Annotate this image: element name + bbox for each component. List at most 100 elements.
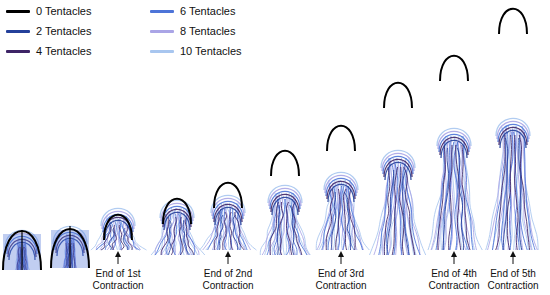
tentacle-line (402, 170, 409, 255)
tentacle-line (169, 220, 172, 255)
pointer-arrow (454, 254, 455, 264)
legend-swatch (150, 10, 174, 13)
legend-entry: 10 Tentacles (150, 45, 242, 57)
bell-outline (328, 184, 354, 202)
tentacle-line (370, 158, 390, 255)
pointer-arrow (341, 254, 342, 264)
tentacle-line (155, 214, 167, 255)
pointer-arrow (118, 254, 119, 264)
bell-outline (215, 207, 241, 225)
tentacle-line (519, 135, 529, 250)
tentacle-line (280, 199, 286, 255)
tentacle-line (519, 138, 522, 250)
tentacle-line (443, 148, 449, 250)
stage-label: End of 1st Contraction (85, 268, 151, 292)
tentacle-line (462, 145, 470, 250)
tentacle-line (267, 199, 278, 255)
tentacle-line (270, 202, 278, 255)
tentacle-line (374, 161, 390, 255)
tentacle-line (508, 129, 513, 250)
tentacle-line (233, 215, 238, 250)
tentacle-line (278, 205, 280, 255)
legend-swatch (150, 30, 174, 33)
tentacle-line (179, 217, 183, 255)
legend-label: 4 Tentacles (36, 45, 91, 57)
tentacle-line (208, 209, 221, 250)
tentacle-line (524, 132, 535, 250)
legend-entry: 2 Tentacles (6, 25, 91, 37)
tentacle-line (219, 215, 223, 250)
stage-label: End of 2nd Contraction (195, 268, 261, 292)
jellyfish-frame (91, 208, 147, 250)
jellyfish-frame (428, 56, 482, 250)
bell-outline (500, 130, 526, 148)
legend-label: 2 Tentacles (36, 25, 91, 37)
legend-entry: 0 Tentacles (6, 5, 91, 17)
bell-outline (104, 215, 132, 240)
stage-label: End of 3rd Contraction (308, 268, 374, 292)
tentacle-line (458, 148, 464, 250)
bell-outline (327, 126, 355, 151)
bell-outline (499, 9, 527, 34)
tentacle-line (522, 126, 538, 250)
tentacle-line (463, 142, 472, 250)
jellyfish-frame (151, 199, 205, 255)
jellyfish-frame (200, 183, 257, 250)
tentacle-line (171, 217, 176, 255)
stage-label: End of 4th Contraction (421, 268, 487, 292)
bell-outline (384, 83, 412, 108)
bell-outline (385, 162, 411, 180)
stage-label: End of 5th Contraction (480, 268, 546, 292)
jellyfish-frame (486, 9, 538, 250)
legend-swatch (6, 30, 30, 33)
jellyfish-frame (370, 83, 426, 255)
tentacle-line (503, 138, 508, 250)
bell-outline (441, 140, 467, 158)
bell-outline (440, 56, 468, 81)
tentacle-line (229, 209, 232, 250)
jellyfish-frame (316, 126, 369, 250)
legend-entry: 8 Tentacles (150, 25, 235, 37)
tentacle-line (331, 192, 336, 250)
tentacle-line (294, 199, 307, 255)
tentacle-line (290, 205, 294, 255)
tentacle-line (386, 164, 394, 255)
bell-outline (105, 220, 131, 238)
legend-label: 10 Tentacles (180, 45, 242, 57)
jellyfish-frame (260, 151, 310, 255)
tentacle-line (341, 183, 344, 250)
bell-outline (214, 183, 242, 208)
bell-outline (271, 151, 299, 176)
tentacle-line (214, 212, 220, 250)
tentacle-line (223, 212, 227, 250)
tentacle-line (449, 145, 452, 250)
tentacle-line (230, 212, 232, 250)
legend-entry: 6 Tentacles (150, 5, 235, 17)
tentacle-line (449, 142, 453, 250)
pointer-arrow (513, 254, 514, 264)
tentacle-line (384, 167, 389, 255)
tentacle-line (343, 189, 346, 250)
bell-outline (272, 197, 298, 215)
legend-entry: 4 Tentacles (6, 45, 91, 57)
axis-line (21, 230, 22, 270)
legend-swatch (150, 50, 174, 53)
tentacle-line (515, 135, 519, 250)
tentacle-line (404, 167, 415, 255)
tentacle-line (463, 139, 476, 250)
pointer-arrow (228, 254, 229, 264)
tentacle-line (224, 206, 228, 250)
tentacle-line (387, 170, 394, 255)
tentacle-line (123, 228, 128, 250)
bell-outline (163, 199, 191, 224)
axis-line (69, 226, 70, 268)
legend-label: 6 Tentacles (180, 5, 235, 17)
jellyfish-frame (3, 230, 41, 270)
tentacle-line (403, 161, 416, 255)
legend-label: 8 Tentacles (180, 25, 235, 37)
jellyfish-frame (51, 226, 89, 268)
tentacle-line (503, 126, 510, 250)
tentacle-line (286, 202, 291, 255)
